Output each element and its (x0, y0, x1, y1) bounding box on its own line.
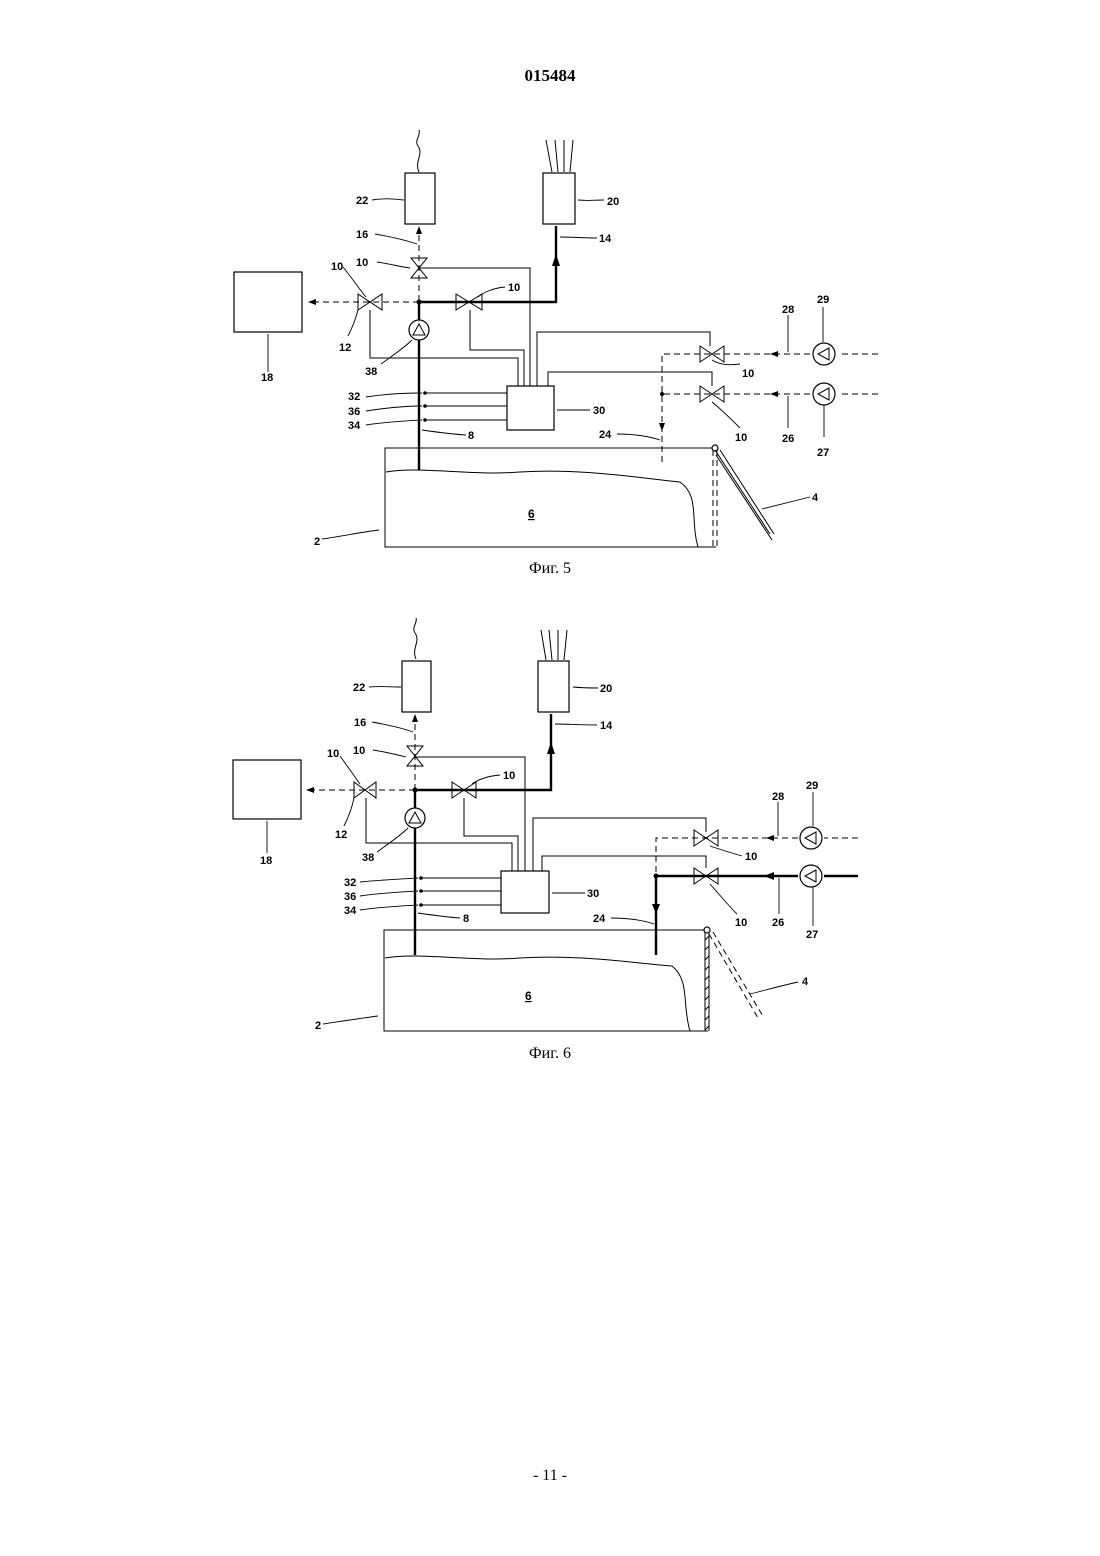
pump-29 (813, 343, 835, 365)
document-number: 015484 (0, 66, 1100, 86)
figure-6-caption: Фиг. 6 (0, 1045, 1100, 1063)
figure-5-diagram: 22 20 16 14 10 10 10 12 18 38 32 36 34 8… (0, 130, 1100, 600)
box-20 (538, 661, 569, 712)
pump-29 (800, 827, 822, 849)
label-4: 4 (802, 976, 809, 988)
label-16: 16 (356, 229, 368, 241)
page-number: - 11 - (0, 1467, 1100, 1485)
label-10-right-bottom: 10 (735, 432, 747, 444)
label-10-right-top: 10 (745, 851, 757, 863)
label-29: 29 (817, 294, 829, 306)
label-18: 18 (260, 855, 272, 867)
label-29: 29 (806, 780, 818, 792)
label-26: 26 (772, 917, 784, 929)
label-32: 32 (344, 877, 356, 889)
label-4: 4 (812, 492, 819, 504)
label-6: 6 (528, 507, 535, 521)
label-28: 28 (782, 304, 794, 316)
label-22: 22 (356, 195, 368, 207)
label-12: 12 (339, 342, 351, 354)
label-22: 22 (353, 682, 365, 694)
pump-27 (800, 865, 822, 887)
label-8: 8 (463, 913, 469, 925)
label-34: 34 (344, 905, 357, 917)
label-27: 27 (817, 447, 829, 459)
label-10-top: 10 (356, 257, 368, 269)
label-28: 28 (772, 791, 784, 803)
label-24: 24 (599, 429, 612, 441)
box-20 (543, 173, 575, 224)
figure-5-caption: Фиг. 5 (0, 560, 1100, 578)
label-38: 38 (362, 852, 374, 864)
valve-28 (700, 346, 724, 362)
figure-6-diagram: 22 20 16 14 10 10 10 12 18 38 32 36 34 8… (0, 618, 1100, 1088)
box-18 (234, 272, 302, 332)
label-38: 38 (365, 366, 377, 378)
label-14: 14 (599, 233, 612, 245)
label-36: 36 (344, 891, 356, 903)
label-24: 24 (593, 913, 606, 925)
label-2: 2 (314, 536, 320, 548)
box-22 (405, 173, 435, 224)
box-18 (233, 760, 301, 819)
label-18: 18 (261, 372, 273, 384)
label-20: 20 (600, 683, 612, 695)
label-14: 14 (600, 720, 613, 732)
label-10-mid: 10 (503, 770, 515, 782)
controller-30 (507, 386, 554, 430)
label-10-mid: 10 (508, 282, 520, 294)
label-32: 32 (348, 391, 360, 403)
label-12: 12 (335, 829, 347, 841)
label-16: 16 (354, 717, 366, 729)
label-2: 2 (315, 1020, 321, 1032)
tank-2 (385, 448, 716, 547)
tank-2 (384, 930, 708, 1031)
label-10-right-top: 10 (742, 368, 754, 380)
label-8: 8 (468, 430, 474, 442)
label-30: 30 (593, 405, 605, 417)
label-26: 26 (782, 433, 794, 445)
pump-27 (813, 383, 835, 405)
label-27: 27 (806, 929, 818, 941)
box-22 (402, 661, 431, 712)
label-10-top: 10 (353, 745, 365, 757)
valve-26 (700, 386, 724, 402)
label-10-left: 10 (331, 261, 343, 273)
controller-30 (501, 871, 549, 913)
label-10-left: 10 (327, 748, 339, 760)
label-30: 30 (587, 888, 599, 900)
label-36: 36 (348, 406, 360, 418)
label-6: 6 (525, 989, 532, 1003)
label-10-right-bottom: 10 (735, 917, 747, 929)
label-34: 34 (348, 420, 361, 432)
label-20: 20 (607, 196, 619, 208)
